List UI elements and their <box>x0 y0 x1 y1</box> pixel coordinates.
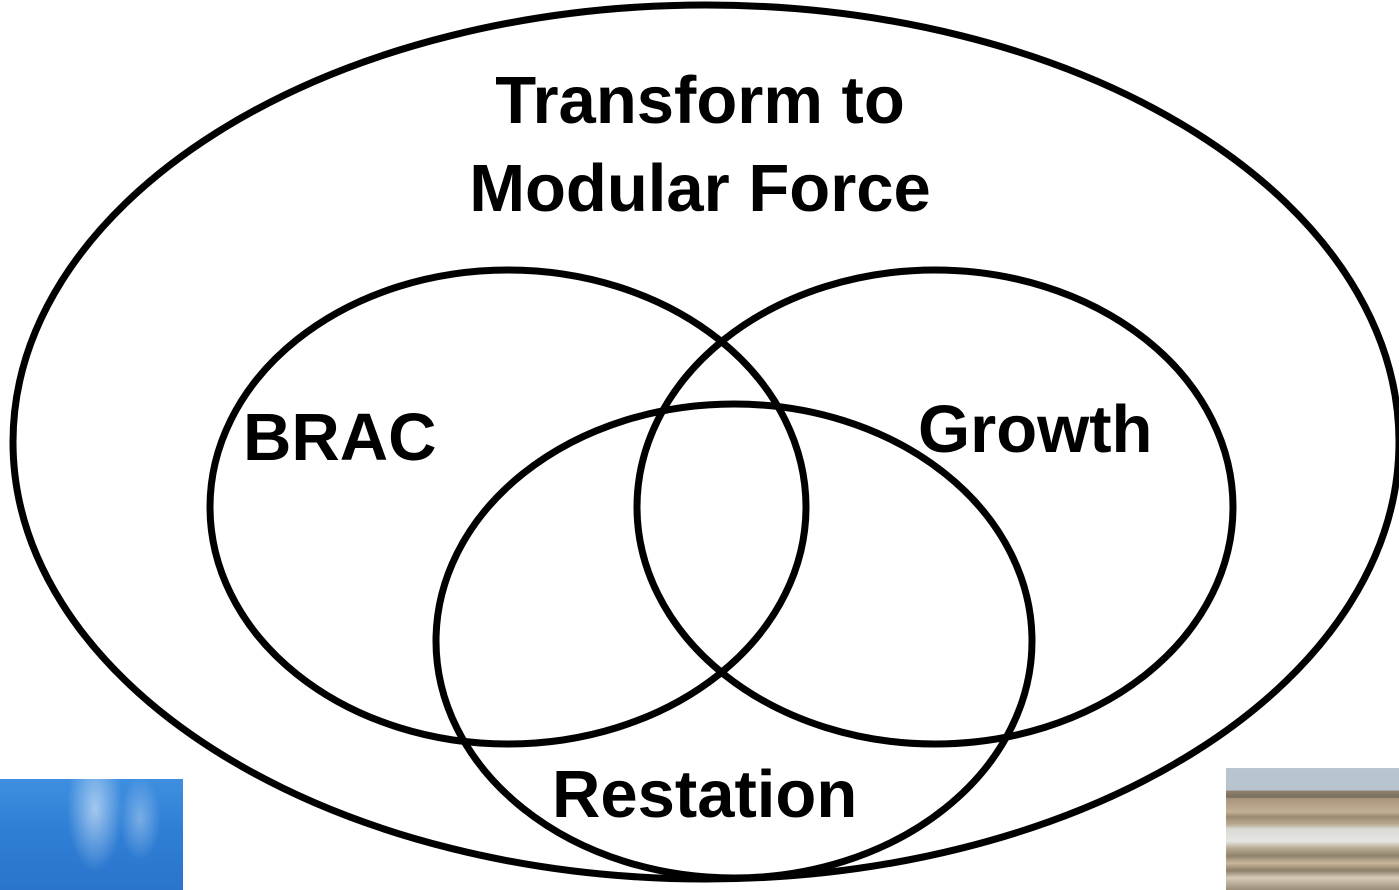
restation-set-label: Restation <box>552 757 858 832</box>
brac-set-label: BRAC <box>243 400 437 475</box>
restation-ellipse <box>432 400 1036 882</box>
growth-set-label: Growth <box>918 392 1153 467</box>
installation-photo <box>1226 768 1399 890</box>
growth-ellipse <box>633 266 1237 748</box>
brac-ellipse <box>206 266 810 748</box>
sky-photo <box>0 779 183 890</box>
outer-set-label: Transform to Modular Force <box>469 63 931 226</box>
